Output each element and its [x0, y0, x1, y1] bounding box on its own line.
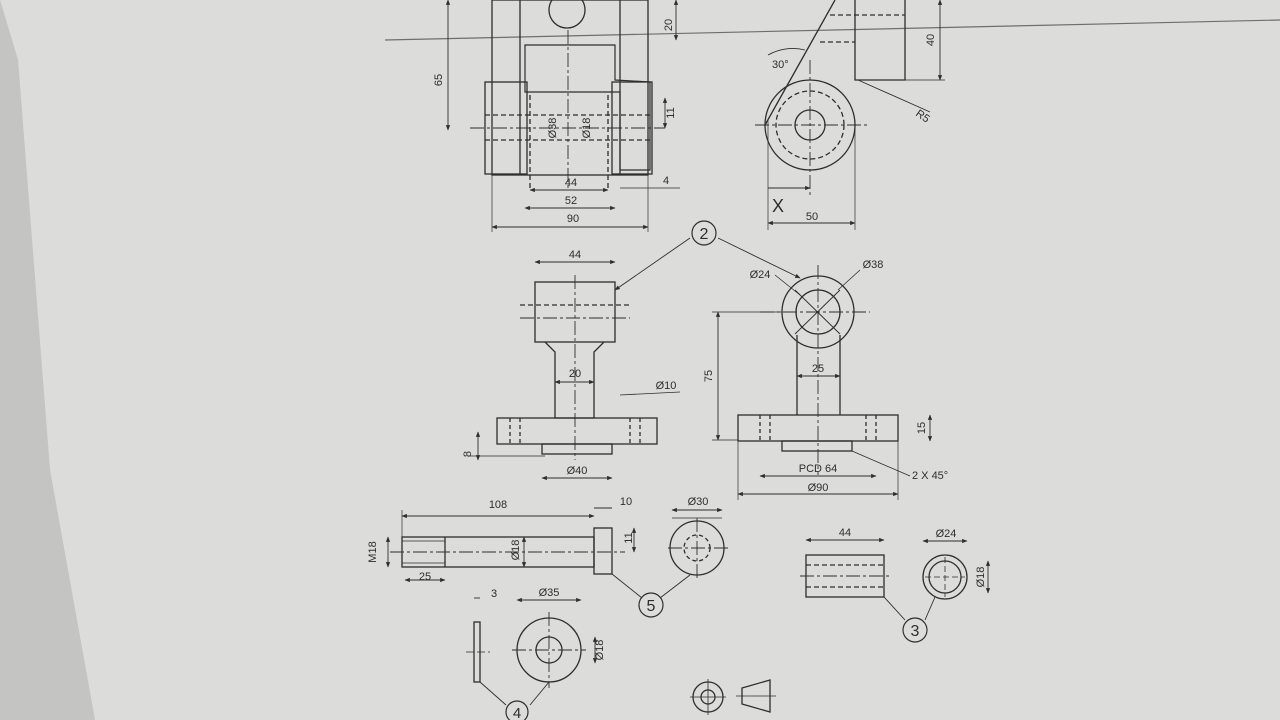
- dim-part2-front-d40: Ø40: [567, 465, 588, 477]
- dim-part5-l108: 108: [489, 499, 507, 511]
- dim-part4-t3: 3: [491, 588, 497, 600]
- dim-top-side-a30: 30°: [772, 59, 789, 71]
- part4-washer-view: [466, 597, 598, 706]
- svg-text:4: 4: [513, 705, 521, 720]
- dim-part2-front-h8: 8: [462, 451, 474, 457]
- dim-top-front-h11: 11: [665, 107, 677, 118]
- dim-top-side-h40: 40: [925, 34, 937, 46]
- dim-part2-side-h15: 15: [916, 422, 928, 434]
- dim-part3-d24: Ø24: [936, 528, 957, 540]
- dim-part5-l25: 25: [419, 571, 431, 583]
- dim-part3-d18: Ø18: [975, 567, 987, 588]
- dim-part5-d30: Ø30: [688, 496, 709, 508]
- dim-top-front-w52: 52: [565, 195, 577, 207]
- top-side-view: [755, 0, 945, 230]
- dim-part2-side-w25: 25: [812, 363, 824, 375]
- balloon-2-leader-right: [717, 237, 801, 279]
- part2-front-view: [470, 259, 681, 481]
- dim-part2-side-pcd: PCD 64: [799, 463, 838, 475]
- dim-part2-front-d10: Ø10: [656, 380, 677, 392]
- part5-bolt-view: [385, 507, 728, 599]
- svg-text:2: 2: [700, 226, 709, 243]
- dim-part2-front-w20: 20: [569, 368, 581, 380]
- dim-part5-m18: M18: [367, 541, 379, 562]
- dim-top-front-d38: Ø38: [547, 118, 559, 139]
- balloon-3: 3: [902, 617, 928, 643]
- dim-part5-l10: 10: [620, 496, 632, 508]
- dim-part2-front-w44: 44: [569, 249, 581, 261]
- projection-symbol: [690, 679, 776, 715]
- dim-top-front-w90: 90: [567, 213, 579, 225]
- balloon-4: 4: [505, 700, 529, 720]
- part2-side-view: [712, 265, 933, 500]
- part3-sleeve-view: [800, 537, 991, 621]
- dim-part4-d35: Ø35: [539, 587, 560, 599]
- dim-part2-side-d90: Ø90: [808, 482, 829, 494]
- dim-part5-d18: Ø18: [510, 540, 522, 561]
- svg-text:3: 3: [911, 623, 920, 640]
- dim-part2-side-chamfer: 2 X 45°: [912, 470, 948, 482]
- balloon-2: 2: [691, 220, 717, 246]
- dim-part2-side-d38: Ø38: [863, 259, 884, 271]
- dim-top-side-x-label: X: [772, 196, 784, 216]
- paper-fold-line: [384, 19, 1280, 41]
- dim-top-front-h20: 20: [663, 19, 675, 31]
- balloon-2-leader-left: [614, 237, 691, 291]
- dim-top-front-h65: 65: [433, 74, 445, 86]
- svg-text:5: 5: [647, 598, 656, 615]
- balloon-5: 5: [638, 592, 664, 618]
- paper-shadow: [0, 0, 95, 720]
- dim-top-side-w50: 50: [806, 211, 818, 223]
- top-front-view: [445, 0, 680, 232]
- dim-part3-l44: 44: [839, 527, 851, 539]
- dim-part5-h11: 11: [623, 532, 635, 543]
- dim-top-front-d18: Ø18: [581, 118, 593, 139]
- dim-part4-d18: Ø18: [594, 640, 606, 661]
- dim-top-front-w4: 4: [663, 175, 669, 187]
- dim-part2-side-d24: Ø24: [750, 269, 771, 281]
- dim-top-front-w44: 44: [565, 177, 577, 189]
- dim-part2-side-h75: 75: [703, 370, 715, 382]
